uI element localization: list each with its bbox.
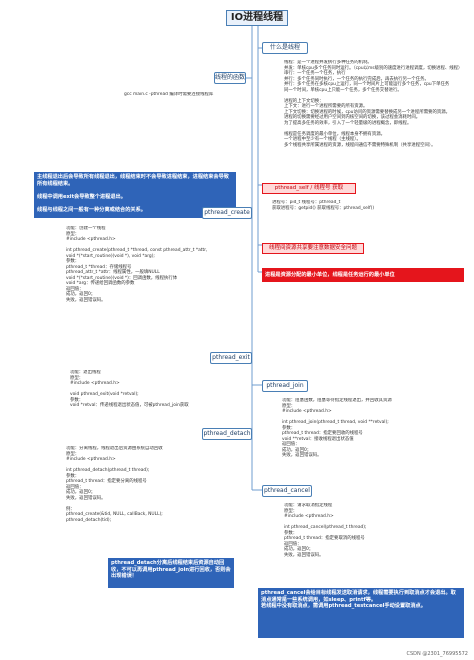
topic-what-is-thread: 什么是线程 xyxy=(262,42,308,54)
topic-pthread-join: pthread_join xyxy=(262,380,308,392)
pthread-cancel-note: 功能：请求取消指定线程 原型： #include <pthread.h> int… xyxy=(284,503,367,558)
topic-pthread-detach: pthread_detach xyxy=(202,428,252,440)
topic-thread-id: pthread_self / 线程号 获取 xyxy=(262,183,356,194)
topic-pthread-create: pthread_create xyxy=(202,207,252,219)
detach-blue-note: pthread_detach分离后线程结束后资源自动回收，不可以再调用pthre… xyxy=(108,558,234,588)
topic-pthread-cancel: pthread_cancel xyxy=(262,485,312,497)
functions-compile-note: gcc main.c -pthread 编译时需要连接线程库 xyxy=(124,92,214,97)
pthread-create-note: 功能：创建一个线程 原型： #include <pthread.h> int p… xyxy=(66,226,208,303)
watermark: CSDN @2301_76995572 xyxy=(406,651,468,657)
root-topic: IO进程线程 xyxy=(226,10,288,26)
pthread-join-note: 功能：阻塞函数，阻塞等待指定线程退出，并回收其资源 原型： #include <… xyxy=(282,398,392,458)
topic-pthread-exit: pthread_exit xyxy=(210,352,252,364)
pthread-detach-note: 功能：分离线程，线程退出后资源由系统自动回收 原型： #include <pth… xyxy=(66,446,163,523)
what-is-thread-text: 线程：是一个进程并发执行多种任务的机制。 并发：单核cpu多个任务同时运行。（c… xyxy=(284,60,463,148)
pthread-exit-note: 功能：退出线程 原型： #include <pthread.h> void pt… xyxy=(70,370,189,408)
resource-red-note: 进程是资源分配的最小单位，线程是任务运行的最小单位 xyxy=(262,268,464,282)
topic-share-safety: 线程间资源共享要注意数据安全问题 xyxy=(262,243,364,254)
thread-id-note: 进程号：pid_t 线程号：pthread_t 获取进程号：getpid() 获… xyxy=(272,200,375,211)
topic-thread-functions: 线程的函数 xyxy=(214,72,246,84)
cancel-blue-note: pthread_cancel会给目标线程发送取消请求，线程需要执行到取消点才会退… xyxy=(258,588,464,638)
